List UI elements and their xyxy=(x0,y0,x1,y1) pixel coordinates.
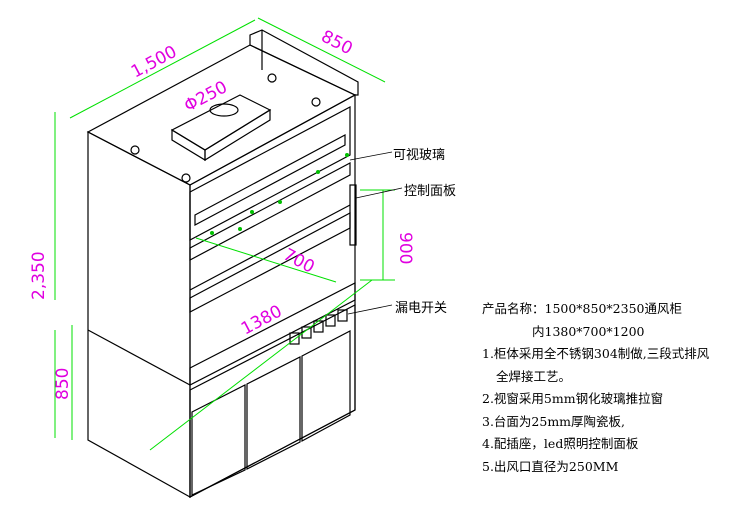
spec-item: 1.柜体采用全不锈钢304制做,三段式排风 xyxy=(482,346,710,361)
spec-item: 2.视窗采用5mm钢化玻璃推拉窗 xyxy=(482,391,664,406)
depth-dimension: 850 xyxy=(318,27,356,60)
spec-notes: 产品名称：1500*850*2350通风柜 内1380*700*1200 1.柜… xyxy=(482,298,709,478)
product-name: 产品名称：1500*850*2350通风柜 xyxy=(482,301,682,316)
window-height-dimension: 900 xyxy=(395,232,415,264)
inner-width-dimension: 1380 xyxy=(238,301,286,339)
inner-size: 内1380*700*1200 xyxy=(532,323,645,339)
base-height-dimension: 850 xyxy=(53,368,73,400)
spec-item: 3.台面为25mm厚陶瓷板, xyxy=(482,413,626,429)
glass-markers xyxy=(210,153,349,235)
spec-item: 5.出风口直径为250MM xyxy=(482,458,619,474)
spec-item: 全焊接工艺。 xyxy=(496,368,572,384)
inner-depth-dimension: 700 xyxy=(280,245,318,278)
callout-leaders xyxy=(347,151,403,315)
spec-item: 4.配插座，led照明控制面板 xyxy=(482,436,639,451)
cabinet-outline xyxy=(86,29,359,499)
dimension-lines xyxy=(54,17,395,451)
height-dimension: 2,350 xyxy=(29,251,49,300)
callout-control-panel: 控制面板 xyxy=(404,184,457,199)
callout-leakage-switch: 漏电开关 xyxy=(395,301,448,316)
width-dimension: 1,500 xyxy=(128,42,180,83)
duct-dimension: Φ250 xyxy=(181,77,231,116)
callout-glass: 可视玻璃 xyxy=(393,148,446,163)
